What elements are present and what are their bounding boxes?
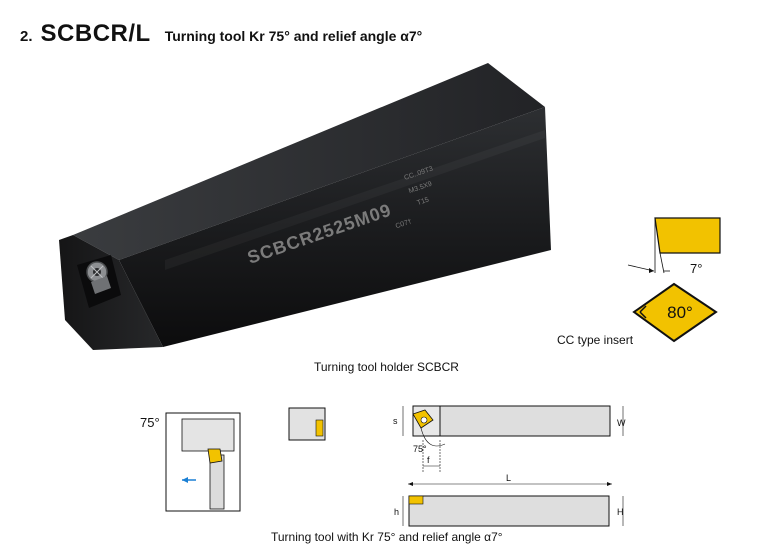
relief-angle-label: 7° [690,261,702,276]
insert-small [315,419,324,437]
bottom-caption: Turning tool with Kr 75° and relief angl… [271,530,503,544]
tip-angle-label: 80° [667,303,693,322]
insert-diamond-icon: 80° [632,282,718,343]
product-description: Turning tool Kr 75° and relief angle α7° [164,28,423,44]
tool-holder-photo: SCBCR2525M09 C07† CC..09T3 M3.5X9 T15 [59,63,551,350]
side-view-drawing [288,407,326,441]
dimension-side-view: h H [394,495,624,527]
insert-relief-diagram: 7° [627,217,721,276]
top-view-angle-label: 75° [140,415,160,430]
dim-angle: 75° [413,444,427,454]
dim-H: H [617,507,624,517]
holder-side-face [119,107,551,347]
dim-s: s [393,416,398,426]
engraving-key: T15 [416,196,430,207]
top-view-drawing: 75° [140,412,241,512]
dimension-top-view: s W 75° f [393,405,626,472]
feed-arrow-icon [182,477,188,483]
insert-small [408,495,424,505]
insert-small [207,448,223,464]
dim-f: f [427,455,430,465]
dim-l: L [506,473,511,483]
holder-caption: Turning tool holder SCBCR [314,360,459,374]
workpiece [181,418,235,452]
product-code: SCBCR/L [40,20,151,47]
clamp-screw-icon [86,261,108,283]
insert-profile [654,217,721,254]
insert-edge [91,276,111,294]
insert-caption: CC type insert [557,333,634,347]
holder-shank [209,454,225,510]
dim-w: W [617,418,626,428]
dimension-length: L [408,473,612,486]
section-number: 2. [20,28,33,45]
holder-top-face [73,63,545,260]
page-heading: 2. SCBCR/L Turning tool Kr 75° and relief … [20,20,422,48]
dim-h: h [394,507,399,517]
